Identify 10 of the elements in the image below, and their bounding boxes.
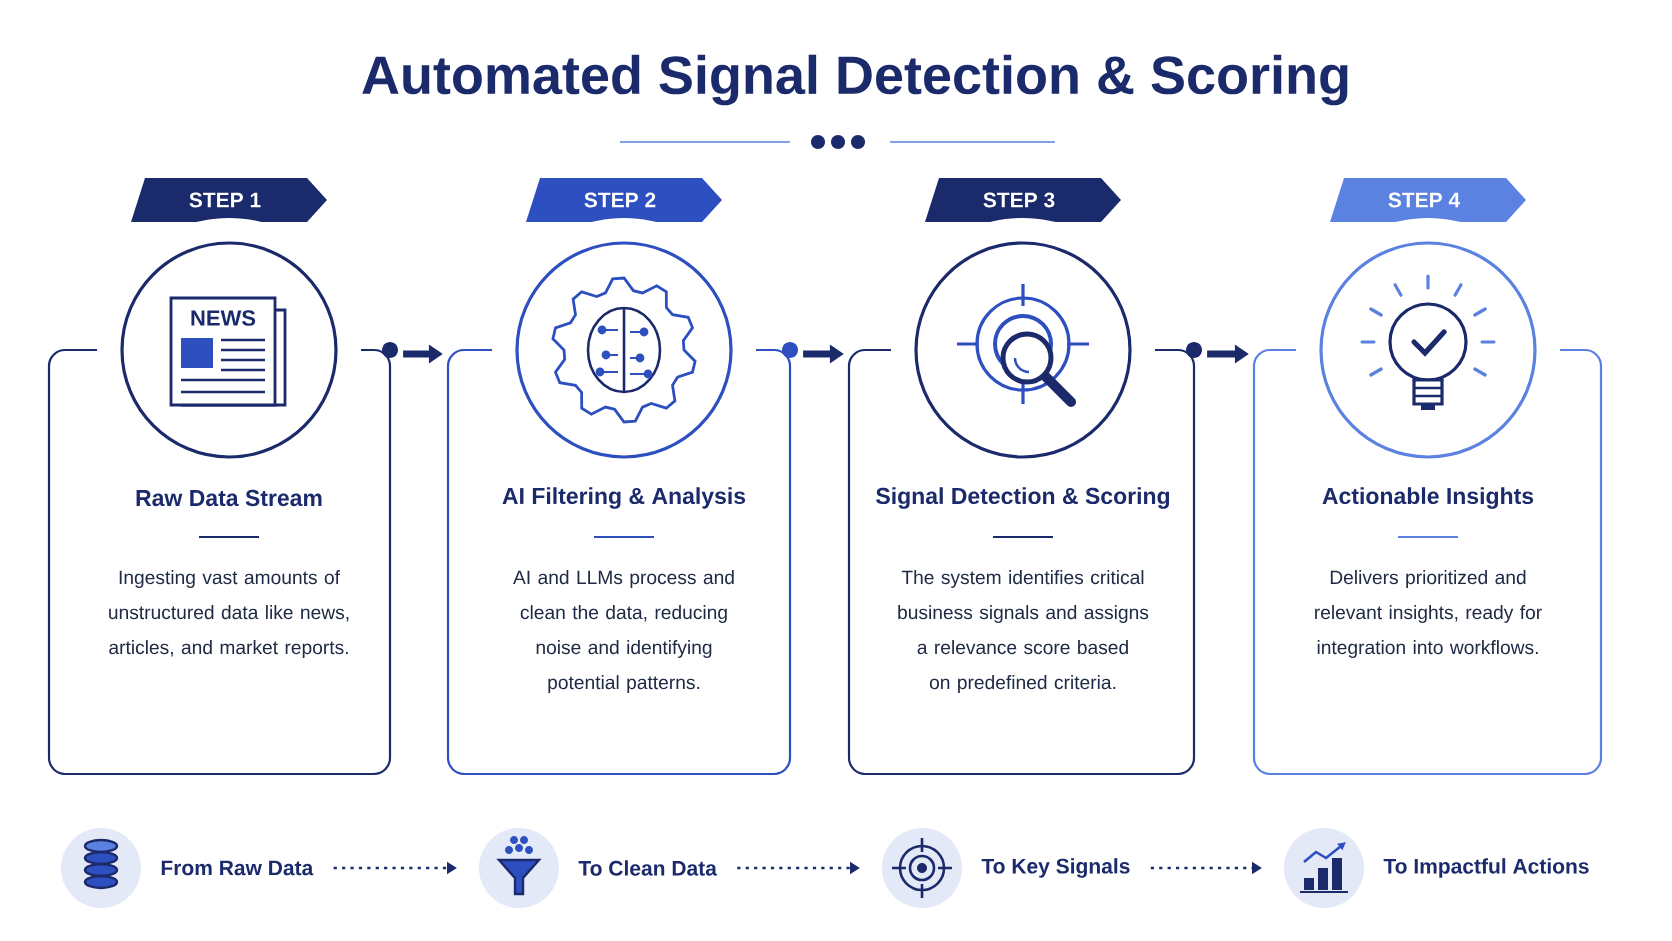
step-label: To Clean Data xyxy=(578,860,717,876)
step-banner: STEP 1 xyxy=(131,178,327,222)
step-label: From Raw Data xyxy=(161,860,314,876)
step-label: To Impactful Actions xyxy=(1383,858,1589,878)
step-banner: STEP 4 xyxy=(1330,178,1526,222)
newspaper-drawing: NEWS xyxy=(169,296,287,407)
step-label: To Key Signals xyxy=(981,858,1130,878)
step-banner: STEP 2 xyxy=(526,178,722,222)
title: Automated Signal Detection & Scoring xyxy=(362,54,1348,106)
step-banner: STEP 3 xyxy=(925,178,1121,222)
